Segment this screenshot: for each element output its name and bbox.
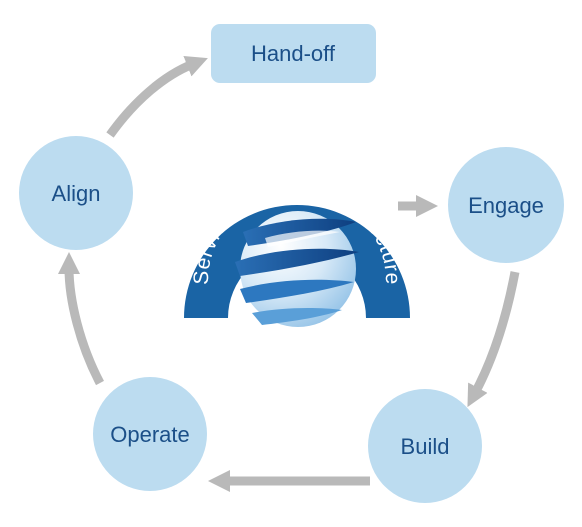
arrow-align-to-handoff xyxy=(106,55,208,138)
node-engage-label: Engage xyxy=(468,193,544,218)
node-align-label: Align xyxy=(52,181,101,206)
node-build: Build xyxy=(368,389,482,503)
globe-icon xyxy=(235,211,359,327)
node-engage: Engage xyxy=(448,147,564,263)
center-logo: Service Delivery Architecture xyxy=(184,175,410,327)
arrow-operate-to-align xyxy=(58,252,104,386)
node-operate: Operate xyxy=(93,377,207,491)
arrow-engage-to-build xyxy=(467,271,520,408)
node-build-label: Build xyxy=(401,434,450,459)
node-handoff: Hand-off xyxy=(211,24,376,83)
node-operate-label: Operate xyxy=(110,422,190,447)
node-align: Align xyxy=(19,136,133,250)
logo-arc-banner xyxy=(184,205,410,318)
cycle-arrows xyxy=(58,55,520,492)
node-handoff-label: Hand-off xyxy=(251,41,336,66)
